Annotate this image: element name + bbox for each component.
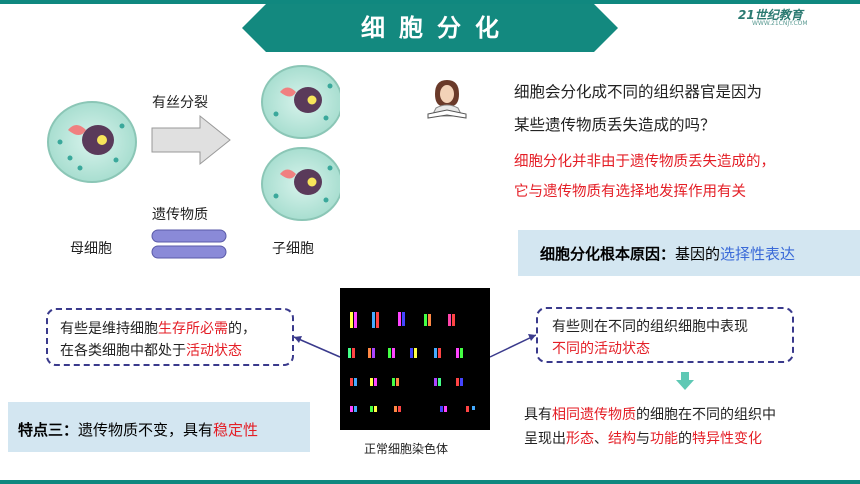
reason-mid: 基因的 bbox=[675, 245, 721, 263]
reading-person-icon bbox=[427, 80, 467, 119]
br-text-2a: 呈现出 bbox=[524, 431, 566, 447]
left-text-2b: 活动状态 bbox=[186, 343, 242, 359]
left-text-2a: 在各类细胞中都处于 bbox=[60, 343, 186, 359]
title-banner bbox=[242, 4, 618, 52]
cell-division-diagram bbox=[47, 65, 340, 259]
mother-cell bbox=[47, 101, 137, 183]
genetic-bar-1 bbox=[151, 229, 227, 243]
br-text-2c: 、 bbox=[594, 431, 608, 447]
right-box-line-2: 不同的活动状态 bbox=[552, 341, 650, 357]
bottom-bar bbox=[0, 480, 860, 484]
br-text-2b: 形态 bbox=[566, 431, 594, 447]
answer-line-1: 细胞分化并非由于遗传物质丢失造成的， bbox=[514, 154, 775, 170]
reason-highlight: 选择性表达 bbox=[720, 245, 796, 263]
chromosome-row-3 bbox=[350, 378, 463, 386]
left-box-line-2: 在各类细胞中都处于活动状态 bbox=[60, 340, 242, 360]
br-text-1c: 的细胞在不同的组织中 bbox=[636, 407, 776, 423]
logo: 21世纪教育 bbox=[738, 8, 803, 22]
question-line-1: 细胞会分化成不同的组织器官是因为 bbox=[514, 83, 763, 101]
reason-box bbox=[518, 230, 860, 276]
reason-prefix: 细胞分化根本原因： bbox=[540, 245, 676, 263]
left-box-line-1: 有些是维持细胞生存所必需的， bbox=[60, 318, 256, 338]
feature-highlight: 稳定性 bbox=[213, 421, 259, 439]
feature-text: 特点三：遗传物质不变，具有稳定性 bbox=[18, 419, 258, 440]
chromosome-row-4 bbox=[350, 406, 475, 412]
question-line-2: 某些遗传物质丢失造成的吗？ bbox=[514, 116, 716, 134]
logo-sub: WWW.21CNJY.COM bbox=[752, 20, 808, 27]
division-arrow bbox=[151, 114, 231, 166]
left-text-1b: 生存所必需 bbox=[158, 321, 228, 337]
br-text-2h: 特异性变化 bbox=[692, 431, 762, 447]
mother-cell-label: 母细胞 bbox=[70, 241, 112, 257]
daughter-cell-bottom bbox=[261, 147, 340, 221]
left-text-1a: 有些是维持细胞 bbox=[60, 321, 158, 337]
division-label: 有丝分裂 bbox=[152, 95, 208, 111]
br-text-1a: 具有 bbox=[524, 407, 552, 423]
chromosome-row-1 bbox=[350, 312, 455, 328]
daughter-cell-top bbox=[261, 65, 340, 139]
bottom-right-line-2: 呈现出形态、结构与功能的特异性变化 bbox=[524, 428, 762, 448]
top-bar bbox=[0, 0, 860, 4]
left-text-1c: 的， bbox=[228, 321, 256, 337]
feature-box bbox=[8, 402, 310, 452]
genetic-material-label: 遗传物质 bbox=[152, 207, 208, 223]
right-info-box bbox=[536, 307, 794, 363]
br-text-2g: 的 bbox=[678, 431, 692, 447]
reason-text: 细胞分化根本原因：基因的选择性表达 bbox=[540, 243, 795, 264]
chromosome-row-2 bbox=[348, 348, 463, 358]
left-info-box bbox=[46, 308, 294, 366]
genetic-bar-2 bbox=[151, 245, 227, 259]
answer-line-2: 它与遗传物质有选择地发挥作用有关 bbox=[514, 184, 746, 200]
feature-prefix: 特点三： bbox=[18, 421, 79, 439]
br-text-1b: 相同遗传物质 bbox=[552, 407, 636, 423]
br-text-2f: 功能 bbox=[650, 431, 678, 447]
br-text-2d: 结构 bbox=[608, 431, 636, 447]
right-box-line-1: 有些则在不同的组织细胞中表现 bbox=[552, 319, 748, 335]
page-title: 细胞分化 bbox=[361, 14, 513, 42]
karyotype-image bbox=[340, 288, 490, 430]
daughter-cell-label: 子细胞 bbox=[272, 241, 314, 257]
bottom-right-line-1: 具有相同遗传物质的细胞在不同的组织中 bbox=[524, 404, 776, 424]
br-text-2e: 与 bbox=[636, 431, 650, 447]
feature-mid: 遗传物质不变，具有 bbox=[78, 421, 214, 439]
karyotype-caption: 正常细胞染色体 bbox=[364, 442, 449, 456]
